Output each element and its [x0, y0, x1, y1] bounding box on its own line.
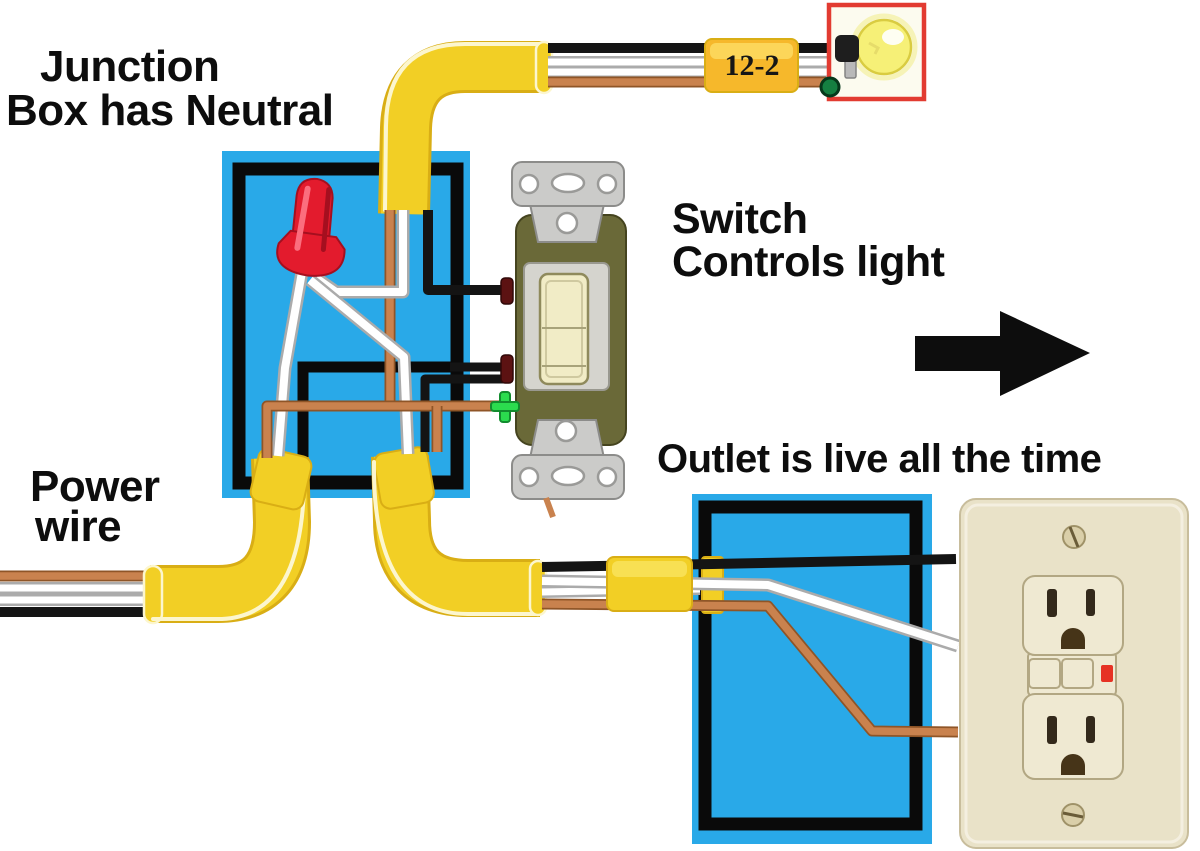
outlet-bottom-slot-left — [1047, 716, 1057, 744]
wire-nut-shade — [320, 187, 332, 252]
switch-label-line1: Switch — [672, 195, 808, 243]
switch-mount-hole-tr — [596, 173, 618, 195]
switch-mount-hole-bl — [518, 466, 540, 488]
wire-black-switch-bottom2 — [420, 374, 504, 452]
outlet-box-fill — [692, 494, 932, 844]
power-jacket-end — [142, 564, 164, 625]
switch-slot-top — [550, 172, 586, 194]
outlet-elbow-sheen — [371, 460, 538, 616]
plate-screw-bottom-slot — [1062, 811, 1084, 819]
outlet-box — [692, 494, 932, 844]
outlet-stub — [373, 446, 435, 510]
cable-size-tag-sheen — [710, 43, 793, 59]
switch-ground-pigtail — [543, 496, 556, 519]
light-bulb — [855, 18, 913, 76]
switch-label-line2: Controls light — [672, 238, 945, 286]
gfci-test-button — [1028, 658, 1061, 689]
junction-wires — [261, 210, 504, 458]
outlet-top-slot-left — [1047, 589, 1057, 617]
switch-screw-bottom — [554, 419, 578, 443]
switch-screw-top — [555, 211, 579, 235]
wire-black-switch-top — [423, 210, 504, 295]
bulb-socket — [835, 35, 859, 62]
wire-white-outlet — [307, 276, 412, 455]
outlet-top-ground — [1061, 628, 1085, 649]
switch-mount-hole-tl — [518, 173, 540, 195]
power-elbow-jacket — [150, 457, 309, 620]
receptacle — [959, 498, 1189, 849]
wire-nut-highlight — [294, 185, 311, 251]
arrow-right-icon — [915, 311, 1090, 396]
outlet-elbow-jacket — [374, 455, 540, 614]
power-label-line2: wire — [35, 502, 122, 551]
switch-terminal-bottom — [500, 354, 514, 384]
light-cable-jacket — [381, 44, 545, 215]
switch — [490, 161, 627, 519]
gfci-indicator — [1101, 665, 1113, 682]
outlet-top-slot-right — [1086, 589, 1095, 616]
switch-ground-screw-h — [490, 401, 520, 412]
outletrun-sleeve-sheen — [612, 561, 687, 577]
outlet-bottom — [1022, 693, 1124, 780]
wire-nut-skirt — [276, 229, 346, 277]
outlet-bottom-slot-right — [1086, 716, 1095, 743]
outlet-label: Outlet is live all the time — [657, 437, 1102, 481]
wire-nut — [276, 177, 346, 277]
power-label-line1: Power — [30, 462, 160, 511]
bulb-filament — [868, 41, 880, 55]
outlet-run-cable — [371, 446, 960, 738]
switch-slot-bottom — [550, 465, 586, 487]
light-fixture — [819, 2, 927, 102]
gfci-reset-button — [1061, 658, 1094, 689]
junction-label-line2: Box has Neutral — [6, 86, 334, 135]
light-cable — [378, 38, 849, 215]
ground-connection-dot — [819, 76, 841, 98]
switch-terminal-top — [500, 277, 514, 305]
wire-copper-ground — [263, 402, 500, 458]
power-cable — [0, 447, 313, 625]
junction-label-line1: Junction — [40, 42, 220, 91]
plate-screw-top-slot — [1068, 526, 1080, 548]
bulb-highlight — [882, 29, 904, 45]
outlet-box-border — [698, 500, 923, 831]
outlet-bottom-ground — [1061, 754, 1085, 775]
cable-tag-12-2: 12-2 — [724, 48, 780, 82]
power-stub — [249, 447, 313, 511]
wall-plate-bevel — [964, 503, 1184, 844]
switch-mount-hole-br — [596, 466, 618, 488]
wire-white-power — [274, 271, 306, 457]
outletrun-wire-black — [541, 554, 957, 572]
light-cable-sheen — [383, 42, 542, 212]
